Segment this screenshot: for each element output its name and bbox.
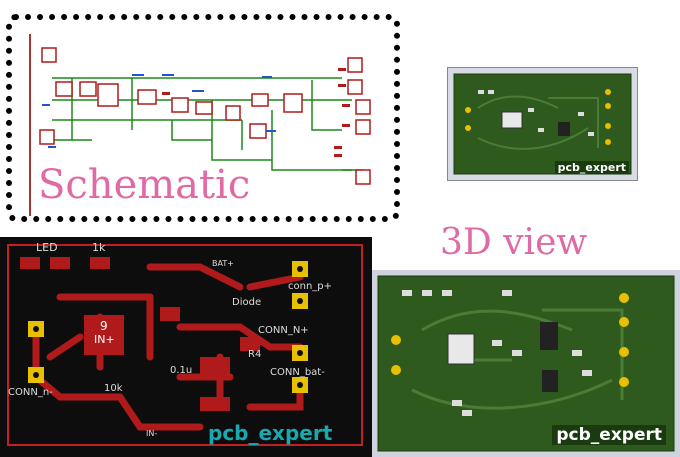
label-1k: 1k — [92, 241, 106, 254]
label-10k: 10k — [104, 383, 123, 394]
label-r4: R4 — [248, 349, 262, 360]
pcb-3d-large: pcb_expert — [372, 270, 680, 457]
schematic-panel — [6, 14, 400, 222]
label-ic-num: 9 — [100, 319, 108, 333]
label-conn-plus: conn_p+ — [288, 281, 333, 292]
brand-label-layout: pcb_expert — [208, 421, 333, 445]
brand-label-small: pcb_expert — [554, 161, 629, 174]
brand-label-large: pcb_expert — [552, 425, 666, 445]
pcb-3d-thumbnail: pcb_expert — [447, 67, 638, 181]
label-bat-plus: BAT+ — [212, 259, 234, 268]
label-in-minus: IN- — [146, 429, 158, 438]
label-diode: Diode — [232, 297, 262, 308]
pcb-3d-thumbnail-drawing — [453, 73, 632, 175]
schematic-drawing — [29, 34, 371, 216]
label-conn-bat: CONN_bat- — [270, 367, 325, 378]
3d-view-label: 3D view — [440, 222, 588, 263]
pcb-3d-large-drawing — [377, 275, 675, 452]
schematic-label: Schematic — [38, 162, 251, 208]
pcb-layout-panel: LED 1k BAT+ 9 IN+ conn_p+ CONN_N+ CONN_b… — [0, 237, 372, 457]
label-cap: 0.1u — [170, 365, 193, 376]
label-conn-n: CONN_N+ — [258, 325, 309, 336]
label-led: LED — [36, 241, 58, 254]
label-conn-minus: CONN_n- — [8, 387, 53, 398]
label-ic-in: IN+ — [94, 333, 115, 346]
pcb-layout-drawing — [7, 244, 363, 446]
